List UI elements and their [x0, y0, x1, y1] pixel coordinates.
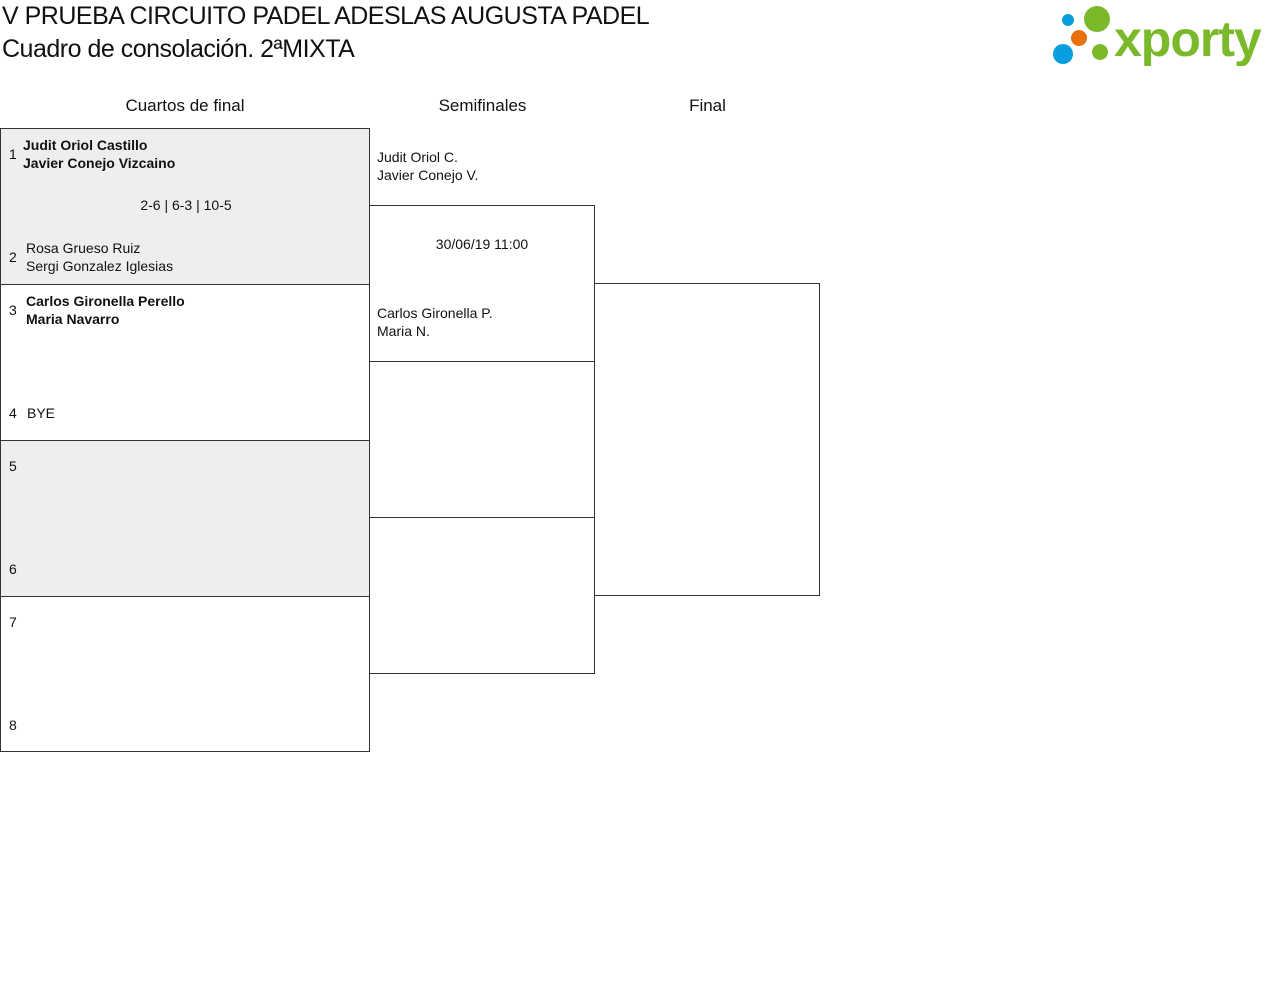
player-name: Judit Oriol C. — [377, 149, 458, 165]
seed-number: 3 — [9, 302, 17, 318]
team-winner: Judit Oriol Castillo Javier Conejo Vizca… — [23, 136, 175, 172]
player-name: BYE — [27, 405, 56, 421]
quarterfinal-match-2[interactable]: 3 Carlos Gironella Perello Maria Navarro… — [0, 284, 370, 441]
xporty-logo-icon: xporty — [1053, 6, 1263, 67]
final-match[interactable] — [594, 283, 820, 596]
team-winner: Carlos Gironella Perello Maria Navarro — [26, 292, 185, 328]
match-score: 2-6 | 6-3 | 10-5 — [140, 197, 232, 213]
player-name: Javier Conejo Vizcaino — [23, 155, 176, 171]
player-name: Carlos Gironella Perello — [26, 293, 185, 309]
quarterfinal-match-4[interactable]: 7 8 — [0, 596, 370, 752]
seed-number: 7 — [9, 614, 17, 630]
seed-number: 8 — [9, 717, 17, 733]
round-header-final: Final — [689, 96, 726, 115]
round-header-quarterfinals: Cuartos de final — [125, 96, 245, 115]
player-name: Sergi Gonzalez Iglesias — [26, 258, 174, 274]
round-header-semifinals: Semifinales — [438, 96, 527, 115]
semifinal-team-1: Judit Oriol C. Javier Conejo V. — [377, 148, 478, 184]
player-name: Carlos Gironella P. — [377, 305, 493, 321]
seed-number: 5 — [9, 458, 17, 474]
player-name: Javier Conejo V. — [377, 167, 479, 183]
semifinal-match-1[interactable]: 30/06/19 11:00 Carlos Gironella P. Maria… — [369, 205, 595, 362]
seed-number: 1 — [9, 146, 17, 162]
player-name: Rosa Grueso Ruiz — [26, 240, 141, 256]
player-name: Maria Navarro — [26, 311, 120, 327]
team: Rosa Grueso Ruiz Sergi Gonzalez Iglesias — [26, 239, 173, 275]
player-name: Judit Oriol Castillo — [23, 137, 148, 153]
team: BYE — [27, 404, 55, 422]
svg-text:xporty: xporty — [1114, 11, 1262, 66]
xporty-logo: xporty — [1050, 4, 1275, 67]
semifinal-match-2[interactable] — [369, 517, 595, 674]
quarterfinal-match-3[interactable]: 5 6 — [0, 440, 370, 597]
seed-number: 6 — [9, 561, 17, 577]
semifinal-team-2: Carlos Gironella P. Maria N. — [377, 304, 493, 340]
player-name: Maria N. — [377, 323, 430, 339]
seed-number: 4 — [9, 405, 17, 421]
quarterfinal-match-1[interactable]: 1 Judit Oriol Castillo Javier Conejo Viz… — [0, 128, 370, 285]
seed-number: 2 — [9, 249, 17, 265]
draw-subtitle: Cuadro de consolación. 2ªMIXTA — [2, 35, 355, 63]
match-date: 30/06/19 11:00 — [435, 236, 529, 252]
tournament-title: V PRUEBA CIRCUITO PADEL ADESLAS AUGUSTA … — [2, 2, 650, 30]
